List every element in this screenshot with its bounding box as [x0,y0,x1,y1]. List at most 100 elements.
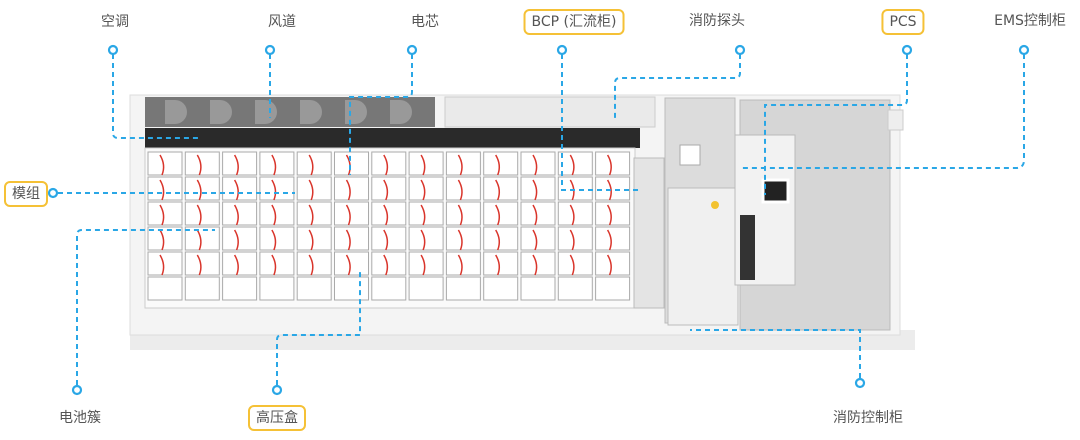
leader-dot [406,44,418,56]
battery-module [520,251,556,276]
battery-module [595,151,631,176]
label-fire-detector: 消防探头 [689,13,745,29]
battery-module [147,151,183,176]
battery-module [445,276,481,301]
cable [383,154,389,176]
leader-dot [264,44,276,56]
cable [345,179,351,201]
leader-dot [271,384,283,396]
battery-module [259,151,295,176]
battery-module [483,176,519,201]
cable [532,204,538,226]
cable [271,154,277,176]
cable [383,229,389,251]
cable [308,204,314,226]
battery-module [334,226,369,251]
battery-module [520,176,556,201]
cable [495,179,501,201]
battery-module [334,201,369,226]
battery-module [595,176,631,201]
cable [271,254,277,276]
battery-module [557,151,593,176]
cable [271,204,277,226]
cable [495,229,501,251]
cable [159,254,165,276]
battery-module [557,201,593,226]
battery-module [296,201,332,226]
indicator-light [711,201,719,209]
battery-module [184,226,220,251]
cable [159,154,165,176]
battery-module [445,151,481,176]
battery-module [259,251,295,276]
cable [457,154,463,176]
cable [569,254,575,276]
battery-module [259,226,295,251]
cable [495,154,501,176]
battery-module [334,276,369,301]
battery-module [595,276,631,301]
cable [532,254,538,276]
cable [345,154,351,176]
battery-module [259,276,295,301]
fan-icon [255,100,277,124]
label-module: 模组 [4,181,48,207]
cable [532,154,538,176]
battery-module [222,251,258,276]
cable [569,154,575,176]
cable [196,229,202,251]
battery-module [334,151,369,176]
cable [532,229,538,251]
fire-control-cabinet [667,187,739,326]
cable [495,204,501,226]
cable [383,179,389,201]
battery-module [259,176,295,201]
cable [420,229,426,251]
battery-module [408,251,444,276]
cable [420,254,426,276]
bcp-cabinet [633,157,665,309]
battery-module [147,176,183,201]
battery-module [557,176,593,201]
leader-dot [1018,44,1030,56]
battery-module [557,226,593,251]
battery-module [296,226,332,251]
battery-module [334,176,369,201]
cable [569,204,575,226]
cable [606,154,612,176]
battery-module [557,251,593,276]
battery-module [408,226,444,251]
battery-module [147,201,183,226]
leader-dot [734,44,746,56]
battery-module [483,251,519,276]
pcs-vent [740,215,755,280]
battery-module [595,226,631,251]
cable [457,204,463,226]
label-high-voltage-box: 高压盒 [248,405,306,431]
cable [159,229,165,251]
cable [606,229,612,251]
battery-module [483,226,519,251]
battery-module [222,276,258,301]
cable [308,179,314,201]
cable [271,179,277,201]
label-bcp: BCP (汇流柜) [523,9,625,35]
battery-module [371,151,407,176]
battery-module [483,201,519,226]
battery-module [371,176,407,201]
battery-module [520,151,556,176]
cable [420,179,426,201]
cable [569,229,575,251]
cable [159,204,165,226]
cable [606,204,612,226]
battery-module [371,276,407,301]
label-battery-cluster: 电池簇 [59,410,101,426]
cable [196,254,202,276]
battery-module [408,201,444,226]
cable [196,204,202,226]
battery-module [184,276,220,301]
ems-screen [761,178,790,204]
fan-icon [390,100,412,124]
fan-icon [300,100,322,124]
